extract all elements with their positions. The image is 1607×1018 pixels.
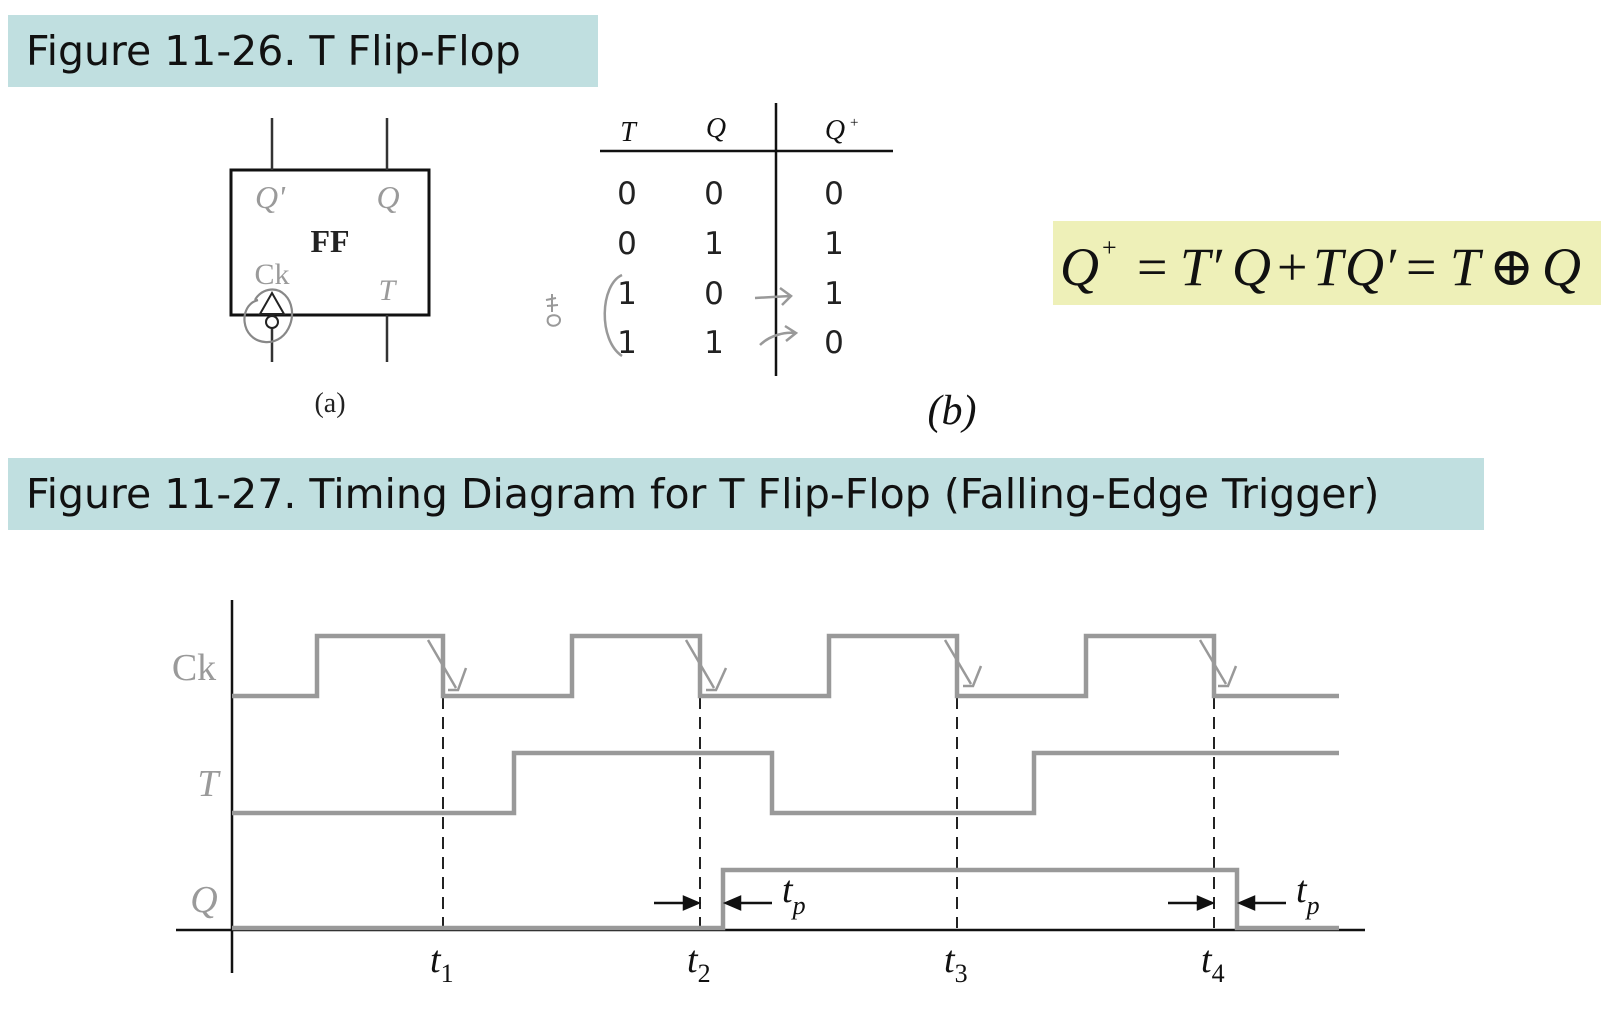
handwritten-note	[545, 294, 562, 327]
figure-11-26-title: Figure 11-26. T Flip-Flop	[8, 15, 598, 87]
ff-box	[229, 168, 431, 317]
time-label-t2: t2	[687, 939, 711, 988]
timing-diagram: Ck T Q	[172, 600, 1365, 988]
row-1-q: 0	[704, 176, 724, 212]
caption-b: (b)	[928, 388, 977, 434]
eq-t-prime: T′	[1180, 237, 1223, 297]
delay-arrows	[654, 895, 1286, 911]
delay-labels: tp tp	[782, 869, 1320, 920]
table-body: 0 0 0 0 1 1 1 0 1 1 1 0	[617, 176, 844, 361]
time-label-t3: t3	[944, 939, 968, 988]
clock-edge-triangle	[258, 290, 286, 315]
delay-label-1: tp	[782, 869, 806, 920]
handwritten-annotations	[545, 273, 799, 358]
waveform-ck	[232, 633, 1339, 699]
eq-q-prime: Q′	[1345, 237, 1397, 297]
signal-label-ck: Ck	[172, 647, 216, 689]
row-3-q: 0	[704, 276, 724, 312]
handwritten-arrow-1	[754, 286, 793, 306]
q-label: Q	[376, 179, 399, 215]
row-3-t: 1	[617, 276, 637, 312]
row-2-q: 1	[704, 226, 724, 262]
clock-label: Ck	[254, 258, 289, 291]
row-3-qnext: 1	[824, 276, 844, 312]
header-t: T	[620, 117, 638, 148]
waveform-q	[232, 867, 1339, 931]
handwritten-edge-marks	[426, 639, 1238, 692]
row-4-q: 1	[704, 325, 724, 361]
signal-label-t: T	[197, 763, 221, 805]
eq-t-3: T	[1450, 237, 1484, 297]
eq-equals-1: =	[1137, 237, 1167, 297]
eq-q-2: Q	[1542, 237, 1581, 297]
handwritten-circle	[243, 288, 294, 344]
eq-equals-2: =	[1406, 237, 1436, 297]
caption-a: (a)	[314, 388, 345, 419]
row-1-t: 0	[617, 176, 637, 212]
eq-q-1: Q	[1232, 237, 1271, 297]
row-1-qnext: 0	[824, 176, 844, 212]
q-bar-label: Q'	[255, 179, 286, 215]
truth-table: T Q Q + 0 0 0 0 1 1 1 0 1 1 1 0 (b)	[545, 103, 977, 434]
figure-11-27-title: Figure 11-27. Timing Diagram for T Flip-…	[8, 458, 1484, 530]
time-label-t4: t4	[1201, 939, 1225, 988]
row-4-qnext: 0	[824, 325, 844, 361]
delay-label-2: tp	[1296, 869, 1320, 920]
time-labels: t1 t2 t3 t4	[430, 939, 1225, 988]
handwritten-bracket	[603, 273, 623, 358]
header-q-next: Q	[825, 115, 845, 146]
waveforms	[232, 633, 1339, 931]
header-q-next-sup: +	[850, 115, 858, 131]
eq-sup-plus: +	[1102, 233, 1117, 262]
ff-name-label: FF	[310, 223, 349, 259]
t-label: T	[379, 274, 398, 307]
row-2-t: 0	[617, 226, 637, 262]
header-q: Q	[706, 113, 726, 144]
row-2-qnext: 1	[824, 226, 844, 262]
equation-highlight	[1053, 221, 1601, 305]
signal-label-q: Q	[190, 879, 217, 921]
flip-flop-block: Q' Q FF Ck T (a)	[229, 118, 431, 419]
eq-plus: +	[1277, 237, 1307, 297]
time-label-t1: t1	[430, 939, 454, 988]
waveform-t	[232, 750, 1339, 816]
characteristic-equation: Q + = T′ Q + T Q′ = T ⊕ Q	[1060, 233, 1581, 297]
row-4-t: 1	[617, 325, 637, 361]
eq-t-2: T	[1313, 237, 1347, 297]
clock-inversion-bubble	[265, 315, 279, 329]
eq-q-plus: Q	[1060, 237, 1099, 297]
handwritten-arrow-2	[759, 324, 799, 346]
eq-xor: ⊕	[1489, 237, 1534, 297]
